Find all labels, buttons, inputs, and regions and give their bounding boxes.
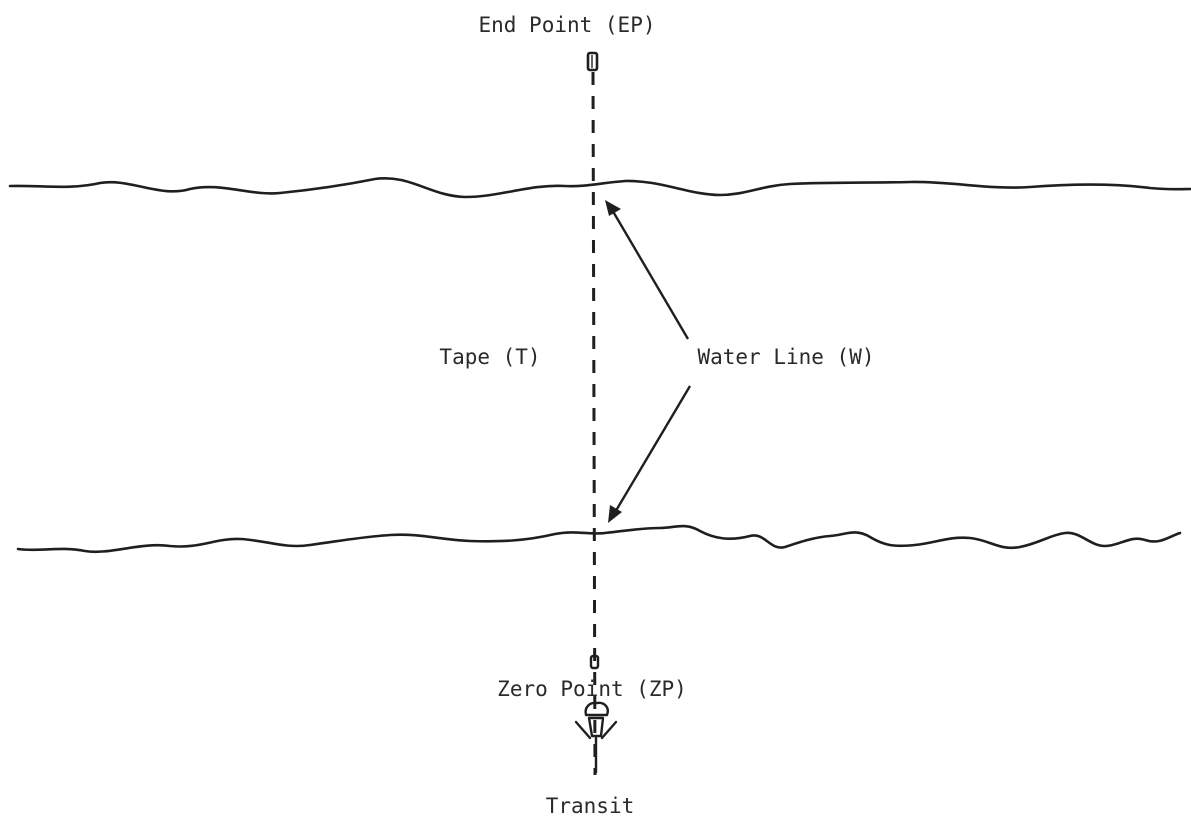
water-line-arrow-lower bbox=[608, 385, 692, 523]
upper-water-line bbox=[8, 176, 1191, 199]
lower-water-line bbox=[16, 524, 1182, 554]
zero-point-label: Zero Point (ZP) bbox=[497, 677, 687, 701]
tape-label: Tape (T) bbox=[439, 345, 540, 369]
water-line-arrow-upper bbox=[605, 200, 690, 340]
transit-label: Transit bbox=[546, 794, 635, 818]
tape-line bbox=[591, 71, 597, 776]
stake-icon bbox=[589, 654, 600, 670]
stake-icon bbox=[586, 51, 599, 72]
end-point-label: End Point (EP) bbox=[478, 13, 655, 37]
water-line-label: Water Line (W) bbox=[697, 345, 874, 369]
transit-instrument-icon bbox=[574, 701, 618, 774]
